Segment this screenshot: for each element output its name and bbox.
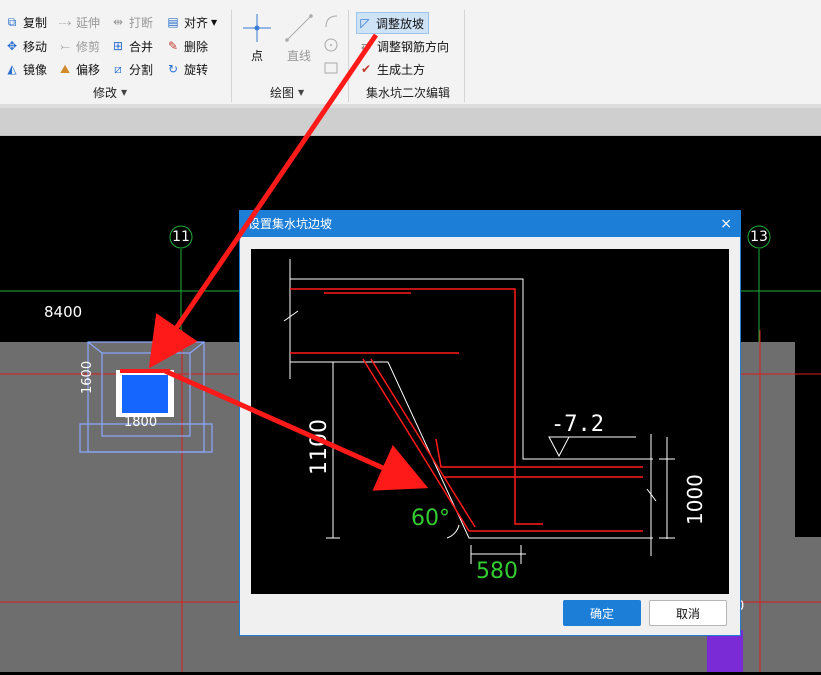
chevron-down-icon: ▼	[298, 88, 305, 97]
rebar-direction-icon: ⇄	[360, 39, 372, 53]
merge-icon: ⊞	[112, 39, 124, 53]
circle-icon	[324, 38, 338, 52]
canvas-toolbar	[0, 108, 821, 136]
rebar-lines	[290, 288, 643, 532]
angle-label: 60°	[411, 506, 450, 531]
elevation-label: -7.2	[551, 412, 604, 437]
align-dropdown-icon: ▼	[211, 17, 218, 27]
chevron-down-icon: ▼	[121, 88, 128, 97]
split-icon: ⧄	[114, 61, 122, 76]
axis-bubble-13	[747, 225, 771, 249]
offset-icon: ⛰	[59, 61, 71, 76]
rotate-button[interactable]: ↻旋转	[165, 59, 208, 79]
group-divider	[348, 10, 349, 102]
point-button[interactable]: 点	[240, 12, 274, 64]
dimension-8400: 8400	[44, 303, 83, 321]
merge-button[interactable]: ⊞合并	[110, 36, 153, 56]
extend-icon: ⤏	[58, 14, 72, 29]
cancel-button[interactable]: 取消	[649, 600, 727, 626]
split-button[interactable]: ⧄分割	[110, 59, 153, 79]
dimension-1600: 1600	[80, 360, 95, 394]
delete-button[interactable]: ✎删除	[165, 36, 208, 56]
mirror-button[interactable]: ◭镜像	[4, 59, 47, 79]
width-label: 580	[476, 559, 518, 584]
axis-label-13: 13	[750, 229, 768, 245]
trim-icon: ⤚	[60, 38, 70, 53]
mirror-icon: ◭	[7, 62, 17, 76]
slope-settings-dialog: 设置集水坑边坡 ×	[239, 210, 741, 636]
circle-tool-button[interactable]	[323, 37, 339, 56]
point-icon	[243, 14, 271, 42]
slab-outline	[283, 259, 675, 564]
generate-earthwork-button[interactable]: ✔生成土方	[358, 59, 425, 79]
break-icon: ⇹	[112, 15, 124, 29]
move-icon: ✥	[6, 39, 18, 53]
dimension-1800: 1800	[124, 415, 158, 430]
move-button[interactable]: ✥移动	[4, 36, 47, 56]
depth-label: 1100	[307, 419, 332, 475]
modify-group-label[interactable]: 修改▼	[93, 86, 128, 100]
dialog-titlebar: 设置集水坑边坡 ×	[240, 211, 740, 237]
confirm-button[interactable]: 确定	[563, 600, 641, 626]
slope-diagram: -7.2 1100 60° 580 1000	[251, 249, 729, 594]
rectangle-tool-button[interactable]	[323, 60, 339, 79]
group-divider	[231, 10, 232, 102]
copy-button[interactable]: ⧉复制	[4, 12, 47, 32]
dialog-title: 设置集水坑边坡	[248, 217, 333, 231]
rectangle-icon	[324, 62, 338, 74]
copy-icon: ⧉	[7, 14, 17, 29]
sump-group-label: 集水坑二次编辑	[366, 86, 451, 100]
purple-element	[707, 630, 743, 672]
extend-button[interactable]: ⤏延伸	[58, 14, 101, 30]
adjust-slope-button[interactable]: ◸调整放坡	[356, 12, 430, 34]
align-icon: ▤	[167, 15, 179, 29]
align-button[interactable]: ▤对齐▼	[165, 12, 217, 32]
ribbon-border	[0, 104, 821, 108]
arc-icon	[325, 15, 338, 28]
eraser-icon: ✎	[167, 39, 179, 53]
draw-group-label[interactable]: 绘图▼	[270, 86, 305, 100]
adjust-rebar-direction-button[interactable]: ⇄调整钢筋方向	[358, 36, 449, 56]
offset-button[interactable]: ⛰偏移	[57, 59, 100, 79]
earthwork-icon: ✔	[360, 62, 372, 76]
line-button[interactable]: 直线	[282, 12, 316, 64]
line-icon	[285, 14, 313, 42]
rotate-icon: ↻	[167, 62, 179, 76]
group-divider	[464, 10, 465, 102]
slope-icon: ◸	[360, 16, 370, 30]
ribbon: ⧉复制 ⤏延伸 ⇹打断 ▤对齐▼ ✥移动 ⤚修剪 ⊞合并 ✎删除 ◭镜像 ⛰偏移…	[0, 0, 821, 108]
break-button[interactable]: ⇹打断	[110, 12, 153, 32]
arc-tool-button[interactable]	[323, 13, 339, 32]
axis-label-11: 11	[172, 229, 190, 245]
sump-pit[interactable]	[122, 375, 168, 413]
close-icon[interactable]: ×	[720, 216, 732, 232]
trim-button[interactable]: ⤚修剪	[57, 36, 100, 56]
thickness-label: 1000	[683, 474, 707, 525]
